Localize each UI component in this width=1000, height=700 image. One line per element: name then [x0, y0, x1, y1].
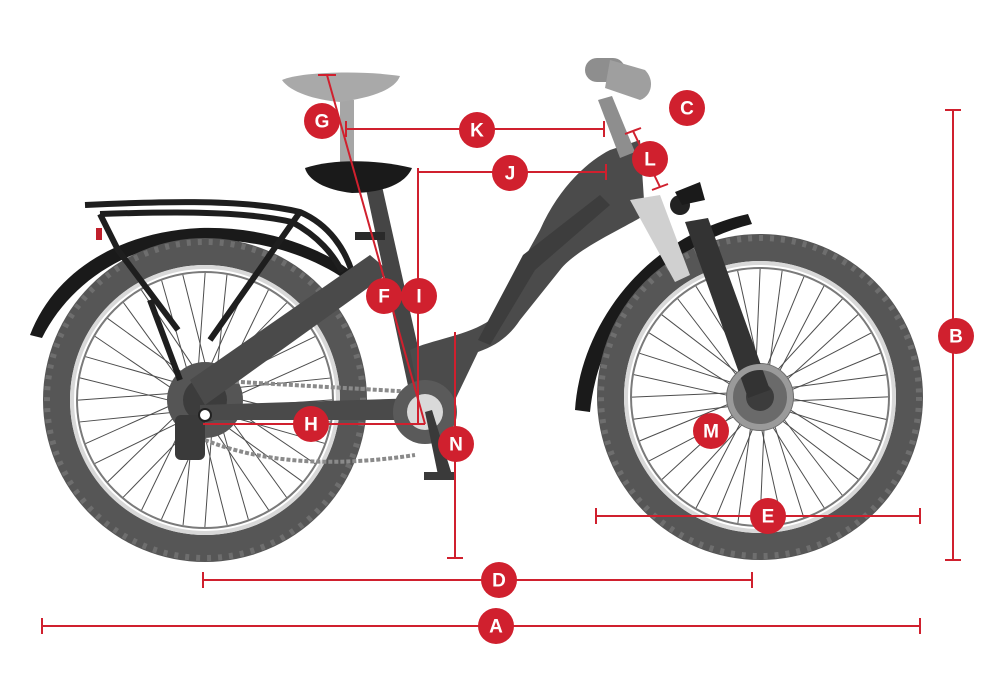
badge-b: B [938, 318, 974, 354]
spoke [94, 416, 192, 464]
badge-d: D [481, 562, 517, 598]
svg-text:C: C [680, 99, 694, 120]
badge-i: I [401, 278, 437, 314]
spoke [204, 420, 214, 528]
badge-g: G [304, 103, 340, 139]
spoke [161, 280, 192, 384]
saddle [282, 72, 412, 240]
svg-text:G: G [315, 112, 330, 133]
badge-f: F [366, 278, 402, 314]
rack-reflector [96, 228, 102, 240]
spoke [94, 335, 184, 397]
badge-k: K [459, 112, 495, 148]
bike-illustration [30, 58, 923, 562]
front-wheel [597, 234, 923, 560]
spoke [182, 274, 210, 379]
spoke [215, 418, 303, 482]
badge-j: J [492, 155, 528, 191]
rear-rack [84, 199, 355, 382]
spoke [208, 421, 270, 511]
handlebar [585, 58, 652, 158]
spoke [196, 272, 206, 380]
svg-text:B: B [949, 327, 963, 348]
badge-h: H [293, 406, 329, 442]
spoke [85, 356, 189, 387]
front-fork [630, 195, 770, 398]
badge-l: L [632, 141, 668, 177]
svg-text:I: I [416, 287, 421, 308]
badge-a: A [478, 608, 514, 644]
badge-n: N [438, 426, 474, 462]
svg-text:F: F [378, 287, 390, 308]
spoke [226, 355, 325, 401]
svg-text:N: N [449, 435, 463, 456]
svg-text:A: A [489, 617, 503, 638]
svg-text:M: M [703, 422, 719, 443]
front-disc-brake [727, 364, 793, 430]
svg-text:L: L [644, 150, 656, 171]
badge-e: E [750, 498, 786, 534]
dimension-badges: A B C D E F G H I J K L M N [293, 90, 974, 644]
svg-text:D: D [492, 571, 506, 592]
svg-text:E: E [762, 507, 775, 528]
spoke [223, 410, 287, 498]
spoke [79, 410, 186, 423]
badge-m: M [693, 413, 729, 449]
badge-c: C [669, 90, 705, 126]
headlight [675, 182, 705, 205]
spoke [79, 377, 184, 405]
rear-fender [30, 227, 352, 338]
svg-text:H: H [304, 415, 318, 436]
svg-text:J: J [505, 164, 516, 185]
chain [204, 378, 416, 464]
spoke [218, 416, 249, 520]
dimension-f-line [326, 74, 426, 425]
spoke [85, 399, 184, 445]
svg-text:K: K [470, 121, 484, 142]
spoke [77, 391, 185, 401]
spoke [107, 407, 185, 483]
